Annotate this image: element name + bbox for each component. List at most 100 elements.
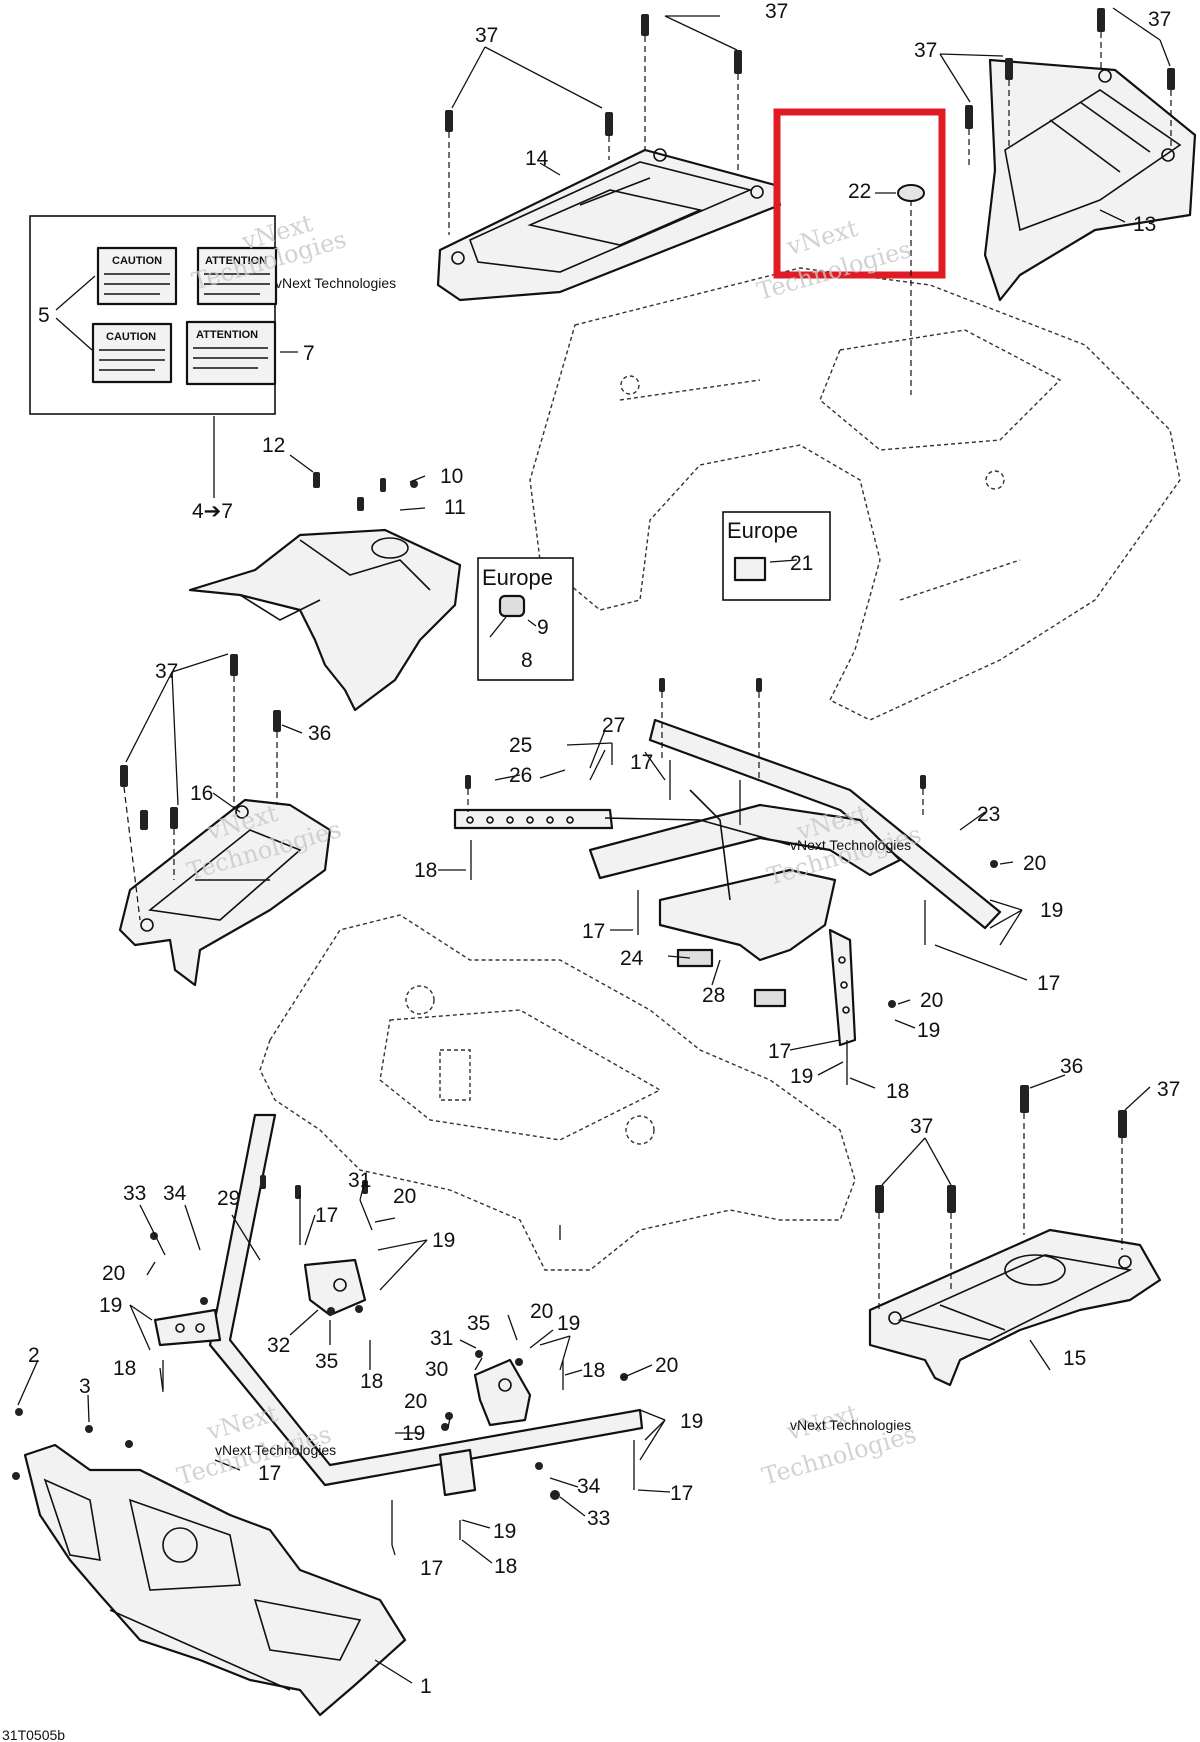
callout-19: 19 xyxy=(680,1410,703,1433)
callout-33: 33 xyxy=(587,1507,610,1530)
callout-15: 15 xyxy=(1063,1347,1086,1370)
svg-text:CAUTION: CAUTION xyxy=(112,255,162,267)
europe-box-8-9 xyxy=(477,557,574,681)
region-label-europe-2: Europe xyxy=(727,518,798,543)
callout-37: 37 xyxy=(1148,8,1171,31)
svg-text:vNext Technologies: vNext Technologies xyxy=(790,1417,911,1433)
svg-text:ATTENTION: ATTENTION xyxy=(205,255,267,267)
callout-20: 20 xyxy=(404,1390,427,1413)
attention-sticker-2: ATTENTION xyxy=(185,320,277,386)
callout-16: 16 xyxy=(190,782,213,805)
caution-sticker-1: CAUTION xyxy=(96,246,178,306)
callout-31: 31 xyxy=(430,1327,453,1350)
callout-range-4-7: 4➔7 xyxy=(192,500,233,523)
callout-12: 12 xyxy=(262,434,285,457)
callout-17: 17 xyxy=(258,1462,281,1485)
callout-37: 37 xyxy=(765,0,788,23)
front-frame-29 xyxy=(153,1113,644,1497)
callout-36: 36 xyxy=(1060,1055,1083,1078)
callout-17: 17 xyxy=(670,1482,693,1505)
callout-37: 37 xyxy=(1157,1078,1180,1101)
callout-28: 28 xyxy=(702,984,725,1007)
front-fender-outline xyxy=(259,914,856,1271)
callout-22: 22 xyxy=(848,180,871,203)
callout-25: 25 xyxy=(509,734,532,757)
europe-box-21 xyxy=(722,511,831,601)
leader-lines xyxy=(17,7,1171,1684)
callout-18: 18 xyxy=(360,1370,383,1393)
callout-2: 2 xyxy=(28,1344,40,1367)
callout-37: 37 xyxy=(910,1115,933,1138)
callout-17: 17 xyxy=(315,1204,338,1227)
callout-30: 30 xyxy=(425,1358,448,1381)
callout-17: 17 xyxy=(420,1557,443,1580)
callout-8: 8 xyxy=(521,649,533,672)
svg-text:ATTENTION: ATTENTION xyxy=(196,329,258,341)
callout-17: 17 xyxy=(582,920,605,943)
callout-3: 3 xyxy=(79,1375,91,1398)
callout-18: 18 xyxy=(886,1080,909,1103)
front-rack-16 xyxy=(118,798,332,987)
caution-sticker-2: CAUTION xyxy=(91,322,173,384)
callout-18: 18 xyxy=(582,1359,605,1382)
callout-19: 19 xyxy=(557,1312,580,1335)
callout-13: 13 xyxy=(1133,213,1156,236)
callout-20: 20 xyxy=(530,1300,553,1323)
callout-10: 10 xyxy=(440,465,463,488)
callout-20: 20 xyxy=(393,1185,416,1208)
callout-37: 37 xyxy=(914,39,937,62)
callout-17: 17 xyxy=(768,1040,791,1063)
attention-sticker-1: ATTENTION xyxy=(196,246,278,306)
callout-18: 18 xyxy=(494,1555,517,1578)
callout-19: 19 xyxy=(99,1294,122,1317)
callout-18: 18 xyxy=(113,1357,136,1380)
callout-numbers: 37 37 37 37 14 22 13 5 7 12 10 11 21 9 8… xyxy=(28,0,1180,1698)
front-inner-panel xyxy=(188,528,462,712)
fastener-group xyxy=(12,8,1175,1545)
svg-text:vNext Technologies: vNext Technologies xyxy=(275,275,396,291)
callout-18: 18 xyxy=(414,859,437,882)
callout-31: 31 xyxy=(348,1169,371,1192)
callout-20: 20 xyxy=(102,1262,125,1285)
callout-11: 11 xyxy=(444,496,466,519)
callout-32: 32 xyxy=(267,1334,290,1357)
svg-text:vNext Technologies: vNext Technologies xyxy=(215,1442,336,1458)
callout-24: 24 xyxy=(620,947,644,970)
callout-20: 20 xyxy=(655,1354,678,1377)
diagram-code: 31T0505b xyxy=(2,1727,65,1742)
callout-26: 26 xyxy=(509,764,532,787)
front-bumper-1 xyxy=(23,1443,407,1717)
callout-1: 1 xyxy=(420,1675,432,1698)
callout-21: 21 xyxy=(790,552,813,575)
callout-33: 33 xyxy=(123,1182,146,1205)
svg-text:vNext Technologies: vNext Technologies xyxy=(790,837,911,853)
callout-35: 35 xyxy=(315,1350,338,1373)
callout-37: 37 xyxy=(475,24,498,47)
region-label-europe-1: Europe xyxy=(482,565,553,590)
callout-23: 23 xyxy=(977,803,1000,826)
callout-34: 34 xyxy=(163,1182,187,1205)
rear-fender-outline xyxy=(529,267,1181,721)
callout-5: 5 xyxy=(38,304,50,327)
rear-frame-23 xyxy=(453,718,1002,1047)
callout-19: 19 xyxy=(402,1422,425,1445)
decal-set-box: CAUTION ATTENTION CAUTION ATTENTION xyxy=(29,215,298,498)
callout-27: 27 xyxy=(602,714,625,737)
callout-17: 17 xyxy=(630,751,653,774)
callout-7: 7 xyxy=(303,342,315,365)
callout-20: 20 xyxy=(1023,852,1046,875)
callout-19: 19 xyxy=(432,1229,455,1252)
callout-19: 19 xyxy=(917,1019,940,1042)
front-rack-15 xyxy=(868,1228,1162,1387)
highlight-item-22 xyxy=(773,108,946,395)
callout-36: 36 xyxy=(308,722,331,745)
callout-37: 37 xyxy=(155,660,178,683)
watermarks: vNext Technologies vNext Technologies vN… xyxy=(174,209,924,1491)
callout-19: 19 xyxy=(790,1065,813,1088)
callout-29: 29 xyxy=(217,1187,240,1210)
svg-text:CAUTION: CAUTION xyxy=(106,331,156,343)
callout-17: 17 xyxy=(1037,972,1060,995)
callout-9: 9 xyxy=(537,616,549,639)
callout-20: 20 xyxy=(920,989,943,1012)
